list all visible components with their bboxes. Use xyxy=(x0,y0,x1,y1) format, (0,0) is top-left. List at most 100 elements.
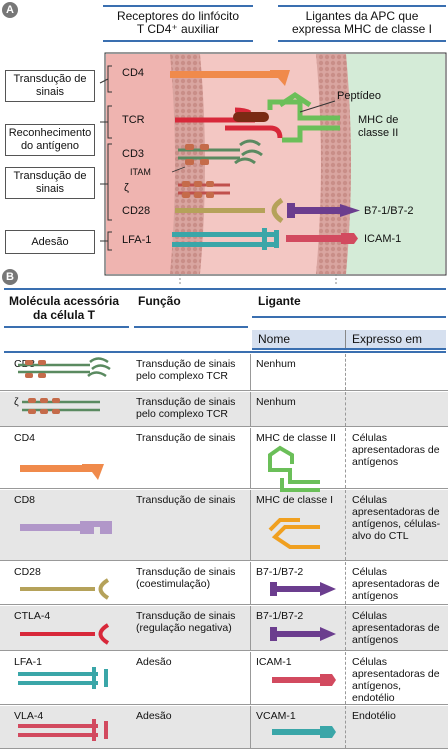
header-right-line2: expressa MHC de classe I xyxy=(291,22,433,36)
cell-molecule: CD8 xyxy=(14,494,36,506)
cell-expressed: Endotélio xyxy=(352,710,396,722)
header-left-underline xyxy=(103,40,253,42)
zeta-molecule xyxy=(178,181,230,198)
cell-function: Transdução de sinais (regulação negativa… xyxy=(136,610,236,634)
label-itam: ITAM xyxy=(130,167,151,177)
cell-molecule: VLA-4 xyxy=(14,710,44,722)
cell-ligand: Nenhum xyxy=(256,358,296,370)
cell-ligand: ICAM-1 xyxy=(256,656,292,668)
row-divider xyxy=(250,428,251,488)
header-rule-ligand xyxy=(252,316,446,318)
icam1-molecule xyxy=(286,233,358,244)
row-divider xyxy=(345,428,347,488)
col-header-function: Função xyxy=(138,294,181,308)
table-row xyxy=(0,562,448,605)
cell-function: Transdução de sinais (coestimulação) xyxy=(136,566,236,590)
cell-expressed: Células apresentadoras de antígenos, cél… xyxy=(352,494,441,542)
table-top-rule xyxy=(4,288,446,290)
label-lfa1: LFA-1 xyxy=(122,234,152,246)
label-peptide: Peptídeo xyxy=(337,90,382,102)
table-row xyxy=(0,652,448,705)
label-tcr: TCR xyxy=(122,114,145,126)
header-right-line1: Ligantes da APC que xyxy=(305,9,419,23)
cell-expressed: Células apresentadoras de antígenos xyxy=(352,566,440,602)
cell-function: Adesão xyxy=(136,710,172,722)
cd3-molecule xyxy=(178,139,263,165)
cell-molecule: CD4 xyxy=(14,432,36,444)
row-divider xyxy=(250,706,251,748)
cell-ligand: VCAM-1 xyxy=(256,710,296,722)
row-divider xyxy=(345,354,347,390)
label-b7: B7-1/B7-2 xyxy=(364,205,414,217)
cell-molecule: ζ xyxy=(14,396,19,408)
cell-function: Transdução de sinais xyxy=(136,494,236,506)
col-header-molecule-2: da célula T xyxy=(32,308,96,322)
label-mhc-ii: MHC de classe II xyxy=(358,114,399,139)
label-zeta: ζ xyxy=(124,182,129,194)
row-divider xyxy=(345,490,347,560)
row-divider xyxy=(345,652,347,704)
side-box-signal-1: Transdução de sinais xyxy=(5,70,95,102)
row-divider xyxy=(345,606,347,650)
lfa1-molecule xyxy=(172,228,279,250)
cell-expressed: Células apresentadoras de antígenos xyxy=(352,432,440,468)
col-header-molecule: Molécula acessória da célula T xyxy=(4,294,124,322)
header-rule-function xyxy=(134,326,248,328)
table-body-rule xyxy=(4,351,446,353)
label-cd28: CD28 xyxy=(122,205,151,217)
cell-function: Transdução de sinais pelo complexo TCR xyxy=(136,396,236,420)
cell-ligand: MHC de classe I xyxy=(256,494,334,506)
cell-ligand: MHC de classe II xyxy=(256,432,336,444)
cd4-molecule xyxy=(170,70,290,86)
cell-molecule: CD28 xyxy=(14,566,41,578)
row-divider xyxy=(250,562,251,604)
synapse-diagram xyxy=(99,52,447,285)
header-left: Receptores do linfócito T CD4⁺ auxiliar xyxy=(103,10,253,36)
col-header-molecule-1: Molécula acessória xyxy=(8,294,120,308)
header-right-underline xyxy=(278,40,446,42)
row-divider xyxy=(250,392,251,426)
header-right-rule xyxy=(278,5,446,7)
row-divider xyxy=(345,562,347,604)
cell-molecule: CTLA-4 xyxy=(14,610,51,622)
cell-function: Transdução de sinais pelo complexo TCR xyxy=(136,358,236,382)
cell-ligand: B7-1/B7-2 xyxy=(256,610,304,622)
header-right: Ligantes da APC que expressa MHC de clas… xyxy=(278,10,446,36)
label-cd3: CD3 xyxy=(122,148,145,160)
header-left-rule xyxy=(103,5,253,7)
col-header-expressed: Expresso em xyxy=(352,332,423,346)
header-left-line2: T CD4⁺ auxiliar xyxy=(136,22,220,36)
cell-molecule: CD3 xyxy=(14,358,36,370)
cell-ligand: Nenhum xyxy=(256,396,296,408)
cell-function: Transdução de sinais xyxy=(136,432,236,444)
row-divider xyxy=(345,392,347,426)
mhc-ii-molecule xyxy=(267,91,340,143)
panel-b-letter: B xyxy=(2,269,18,285)
label-icam1: ICAM-1 xyxy=(364,233,402,245)
ligand-subheader xyxy=(252,330,446,350)
col-header-ligand: Ligante xyxy=(258,294,301,308)
cell-ligand: B7-1/B7-2 xyxy=(256,566,304,578)
cell-function: Adesão xyxy=(136,656,172,668)
header-left-line1: Receptores do linfócito xyxy=(116,9,240,23)
row-divider xyxy=(250,606,251,650)
col-header-name: Nome xyxy=(258,332,291,346)
side-box-signal-2: Transdução de sinais xyxy=(5,167,95,199)
subheader-divider xyxy=(345,330,346,348)
row-divider xyxy=(345,706,347,748)
cell-molecule: LFA-1 xyxy=(14,656,43,668)
b7-molecule xyxy=(287,203,360,218)
side-box-adhesion: Adesão xyxy=(5,230,95,254)
table-row xyxy=(0,428,448,489)
header-rule-molecule xyxy=(4,326,129,328)
side-box-antigen: Reconhecimento do antígeno xyxy=(5,124,95,156)
row-divider xyxy=(250,354,251,390)
row-divider xyxy=(250,490,251,560)
label-cd4: CD4 xyxy=(122,67,145,79)
cell-expressed: Células apresentadoras de antígenos, end… xyxy=(352,656,440,704)
row-divider xyxy=(250,652,251,704)
panel-a-letter: A xyxy=(2,2,18,18)
cell-expressed: Células apresentadoras de antígenos xyxy=(352,610,440,646)
table-row xyxy=(0,606,448,651)
cd28-molecule xyxy=(175,197,284,224)
